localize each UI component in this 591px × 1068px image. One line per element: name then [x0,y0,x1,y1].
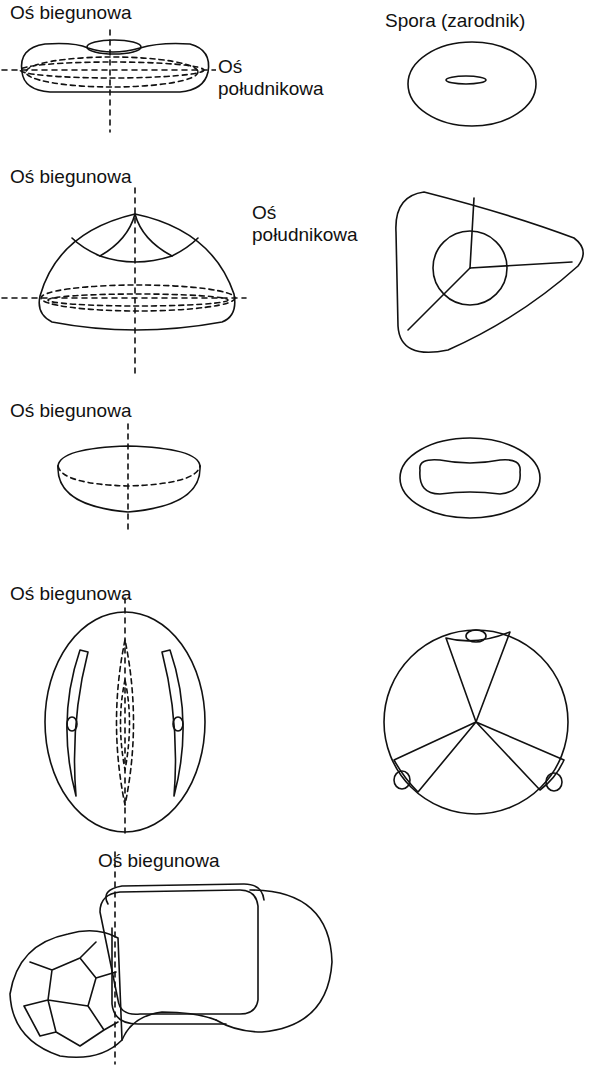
monolete-spore-side [2,30,222,132]
axis-label: Oś biegunowa [10,583,131,605]
dish-grain-polar [400,438,540,518]
trilete-spore-polar [396,192,583,352]
column-heading: Spora (zarodnik) [385,10,525,32]
axis-label: Oś południkowa [216,56,338,100]
tricolporate-grain-polar [384,630,568,814]
trilete-spore-side [2,188,246,376]
axis-label: Oś biegunowa [10,2,131,24]
tricolporate-grain-side [45,598,205,838]
monolete-spore-polar [408,42,536,126]
axis-label: Oś biegunowa [98,850,219,872]
axis-label: Oś biegunowa [10,400,131,422]
dish-grain-side [58,424,200,532]
axis-label: Oś biegunowa [10,166,131,188]
bisaccate-grain [10,852,332,1064]
axis-label: Oś południkowa [250,202,372,246]
